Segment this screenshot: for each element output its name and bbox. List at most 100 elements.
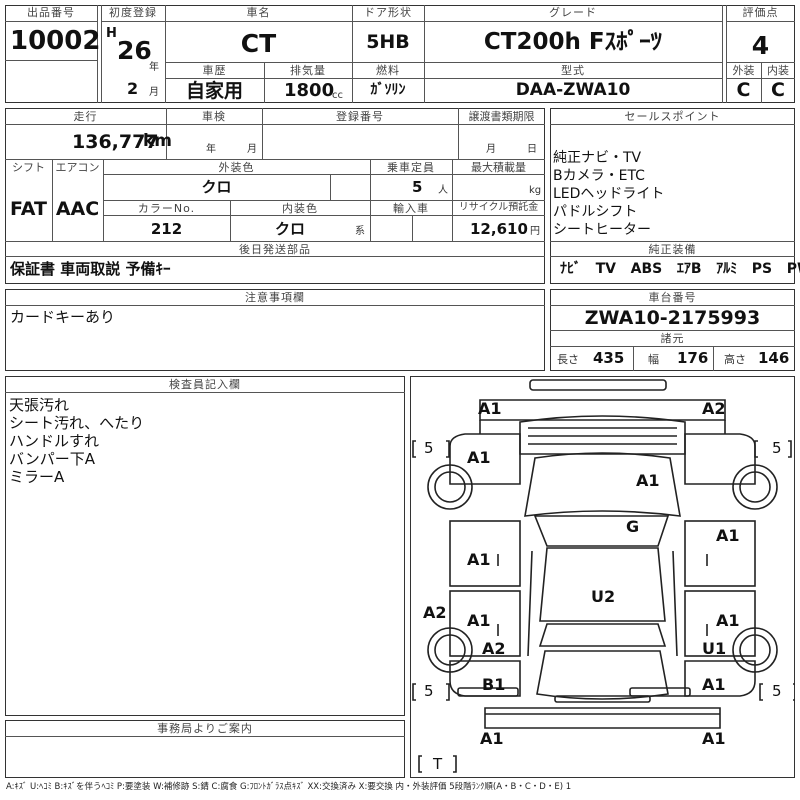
exterior-color-label: 外装色 xyxy=(218,161,255,174)
inspector-note: ハンドルすれ xyxy=(9,432,100,450)
fuel-label: 燃料 xyxy=(376,64,400,77)
inspector-notes: 天張汚れ シート汚れ、へたり ハンドルすれ バンパー下A ミラーA xyxy=(9,396,144,486)
interior-color-label: 内装色 xyxy=(282,202,318,215)
equipment-ps: PS xyxy=(751,261,773,277)
history-label: 車歴 xyxy=(202,64,227,77)
registration-month: 2 xyxy=(127,79,139,98)
interior-label: 内装 xyxy=(767,64,789,77)
equipment-abs: ABS xyxy=(630,261,663,277)
door-label: ドア形状 xyxy=(364,6,412,19)
damage-mark: U1 xyxy=(702,639,727,658)
car-name-label: 車名 xyxy=(246,6,271,19)
tire-rear-left: 5 xyxy=(424,682,434,700)
lot-number: 10002 xyxy=(10,26,101,56)
model-code: DAA-ZWA10 xyxy=(515,80,631,100)
mileage-label: 走行 xyxy=(73,110,98,123)
color-number-label: カラーNo. xyxy=(137,202,196,215)
displacement-label: 排気量 xyxy=(290,64,326,77)
damage-mark: A2 xyxy=(482,639,506,658)
tire-spare: T xyxy=(433,755,443,773)
damage-mark: U2 xyxy=(591,587,616,606)
sales-points-list: 純正ナビ・TV Bカメラ・ETC LEDヘッドライト パドルシフト シートヒータ… xyxy=(553,149,664,239)
inspector-note: シート汚れ、へたり xyxy=(9,414,145,432)
damage-mark: A1 xyxy=(467,611,491,630)
specs-label: 諸元 xyxy=(660,332,685,345)
door-type: 5HB xyxy=(366,31,410,53)
mileage: 136,777 xyxy=(72,131,159,153)
equipment-airbag: ｴｱB xyxy=(676,261,702,277)
height-label: 高さ xyxy=(724,353,746,366)
grade: CT200h Fｽﾎﾟｰﾂ xyxy=(483,29,663,55)
registration-year: 26 xyxy=(117,36,152,65)
max-load-unit: kg xyxy=(529,185,542,196)
tire-rear-right: 5 xyxy=(772,682,782,700)
damage-mark: A2 xyxy=(423,603,447,622)
inspection-year-unit: 年 xyxy=(206,144,216,155)
recycle-fee: 12,610 xyxy=(470,220,528,238)
inspector-note: ミラーA xyxy=(9,468,65,486)
damage-mark: G xyxy=(626,517,640,536)
car-name: CT xyxy=(240,29,277,58)
car-diagram xyxy=(412,379,795,773)
aircon: AAC xyxy=(55,198,100,220)
era-mark: H xyxy=(106,26,117,41)
transfer-month-unit: 月 xyxy=(486,144,496,155)
max-load-label: 最大積載量 xyxy=(471,161,526,174)
inspector-note: バンパー下A xyxy=(9,450,96,468)
inspection-label: 車検 xyxy=(202,110,226,123)
caution-panel xyxy=(5,289,545,371)
history: 自家用 xyxy=(185,80,243,102)
chassis-number: ZWA10-2175993 xyxy=(584,307,761,329)
later-parts-label: 後日発送部品 xyxy=(239,243,311,256)
displacement: 1800 xyxy=(284,80,335,101)
overall-score: 4 xyxy=(751,31,770,60)
inspector-panel xyxy=(5,376,405,716)
interior-grade: C xyxy=(771,79,785,101)
chassis-label: 車台番号 xyxy=(648,291,697,304)
sales-point: LEDヘッドライト xyxy=(553,186,665,202)
color-number: 212 xyxy=(150,220,183,238)
exterior-grade: C xyxy=(736,79,751,101)
damage-mark: A1 xyxy=(702,729,726,748)
fuel: ｶﾞｿﾘﾝ xyxy=(370,82,406,98)
shift: FAT xyxy=(10,198,47,220)
import-label: 輸入車 xyxy=(393,202,429,215)
width: 176 xyxy=(677,349,709,367)
damage-mark: B1 xyxy=(482,675,506,694)
mileage-unit: km xyxy=(143,131,173,151)
year-unit: 年 xyxy=(149,62,159,73)
later-parts: 保証書 車両取説 予備ｷｰ xyxy=(10,260,171,278)
aircon-label: エアコン xyxy=(55,161,100,174)
sales-point: 純正ナビ・TV xyxy=(553,150,642,166)
tire-front-left: 5 xyxy=(424,439,434,457)
inspection-month-unit: 月 xyxy=(247,144,257,155)
equipment-list: ﾅﾋﾞ TV ABS ｴｱB ｱﾙﾐ PS PW xyxy=(560,262,800,276)
equipment-navi: ﾅﾋﾞ xyxy=(560,261,581,277)
equipment-label: 純正装備 xyxy=(648,243,697,256)
capacity-unit: 人 xyxy=(438,185,448,196)
shift-label: シフト xyxy=(12,161,45,174)
damage-mark: A1 xyxy=(716,526,740,545)
length: 435 xyxy=(593,349,625,367)
car-diagram-panel xyxy=(410,376,795,778)
damage-mark: A1 xyxy=(467,550,491,569)
sales-point: Bカメラ・ETC xyxy=(553,168,645,184)
exterior-label: 外装 xyxy=(732,64,755,77)
equipment-pw: PW xyxy=(786,261,800,277)
damage-mark: A1 xyxy=(480,729,504,748)
height: 146 xyxy=(758,349,790,367)
legend-text: A:ｷｽﾞ U:ﾍｺﾐ B:ｷｽﾞを伴うﾍｺﾐ P:要塗装 W:補修跡 S:錆 … xyxy=(6,782,572,792)
caution-label: 注意事項欄 xyxy=(245,291,305,304)
sales-points-panel xyxy=(550,108,795,284)
displacement-unit: cc xyxy=(332,90,343,101)
office-panel xyxy=(5,720,405,778)
lot-number-label: 出品番号 xyxy=(27,6,75,19)
first-registration-label: 初度登録 xyxy=(109,6,157,19)
damage-mark: A1 xyxy=(702,675,726,694)
damage-mark: A2 xyxy=(702,399,726,418)
damage-mark: A1 xyxy=(636,471,660,490)
score-label: 評価点 xyxy=(742,6,779,19)
grade-label: グレード xyxy=(549,6,597,19)
transfer-day-unit: 日 xyxy=(527,144,537,155)
tire-front-right: 5 xyxy=(772,439,782,457)
